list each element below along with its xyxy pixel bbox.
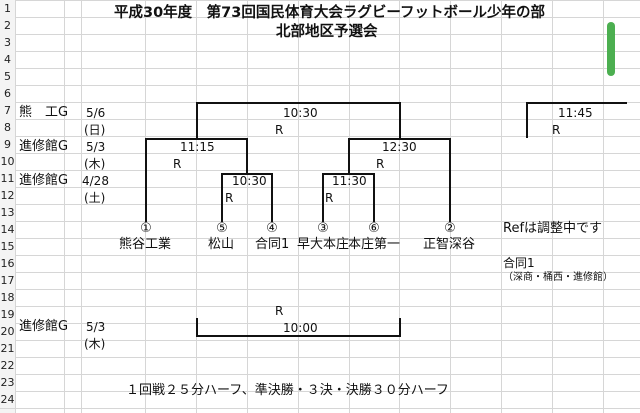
team-seed: ① [140,221,152,236]
row-number[interactable]: 21 [0,340,15,357]
venue-day: (木) [84,337,106,351]
venue-name: 進修館G [19,319,69,334]
match-ref: R [275,304,284,318]
match-ref: R [173,157,182,171]
bracket-line [526,102,627,104]
row-number[interactable]: 13 [0,204,15,221]
row-number[interactable]: 2 [0,17,15,34]
row-number[interactable]: 8 [0,119,15,136]
team-name: 合同1 [255,237,290,252]
match-rules-note: １回戦２５分ハーフ、準決勝・３決・決勝３０分ハーフ [126,383,449,398]
match-time: 12:30 [382,140,417,154]
row-number[interactable]: 20 [0,323,15,340]
bracket-line [196,102,198,138]
bracket-line [348,138,450,140]
venue-date: 4/28 [82,174,109,188]
bracket-line [145,138,147,222]
team-seed: ⑤ [216,221,228,236]
match-time: 10:30 [232,174,267,188]
bracket-line [196,102,400,104]
vertical-scrollbar-thumb[interactable] [607,22,615,76]
bracket-line [526,102,528,138]
venue-date: 5/3 [86,140,106,154]
team-seed: ③ [317,221,329,236]
bracket-line [271,173,273,222]
row-number[interactable]: 23 [0,374,15,391]
bracket-line [221,173,223,222]
row-number[interactable]: 22 [0,357,15,374]
row-number[interactable]: 6 [0,85,15,102]
team-seed: ④ [266,221,278,236]
team-name: 熊谷工業 [119,237,172,252]
venue-day: (日) [84,123,106,137]
row-number[interactable]: 5 [0,68,15,85]
row-number[interactable]: 1 [0,0,15,17]
team-seed: ⑥ [368,221,380,236]
row-number[interactable]: 15 [0,238,15,255]
joint-team-label: 合同1 [503,256,535,270]
match-time: 11:15 [180,140,215,154]
bracket-line [449,138,451,222]
venue-day: (木) [84,157,106,171]
joint-team-members: （深商・桶西・進修館） [503,272,613,283]
row-number[interactable]: 14 [0,221,15,238]
row-number[interactable]: 3 [0,34,15,51]
venue-name: 進修館G [19,173,69,188]
row-number[interactable]: 7 [0,102,15,119]
row-number[interactable]: 10 [0,153,15,170]
team-name: 正智深谷 [423,237,476,252]
match-ref: R [225,191,234,205]
match-time: 11:45 [558,106,593,120]
bracket-line [322,173,324,222]
venue-day: (土) [84,191,106,205]
match-ref: R [325,191,334,205]
match-time: 10:00 [283,321,318,335]
venue-name: 進修館G [19,139,69,154]
ref-note: Refは調整中です [503,221,603,236]
bracket-line [221,173,273,175]
bracket-line [399,102,401,138]
venue-name: 熊 工G [19,105,69,120]
page-title: 平成30年度 第73回国民体育大会ラグビーフットボール少年の部 [114,5,545,21]
row-number[interactable]: 4 [0,51,15,68]
row-number[interactable]: 18 [0,289,15,306]
bracket-line [373,173,375,222]
bracket-line [399,318,401,336]
bracket-line [145,138,247,140]
team-name: 早大本庄 [297,237,350,252]
match-ref: R [376,157,385,171]
venue-date: 5/6 [86,106,106,120]
row-number[interactable]: 11 [0,170,15,187]
match-ref: R [552,123,561,137]
match-time: 10:30 [283,106,318,120]
row-number[interactable]: 19 [0,306,15,323]
row-number[interactable]: 17 [0,272,15,289]
row-number[interactable]: 12 [0,187,15,204]
bracket-line [196,318,198,336]
page-subtitle: 北部地区予選会 [276,24,378,40]
venue-date: 5/3 [86,320,106,334]
team-name: 本庄第一 [348,237,401,252]
row-number[interactable]: 24 [0,391,15,408]
row-number[interactable]: 16 [0,255,15,272]
bracket-line [322,173,374,175]
team-name: 松山 [208,237,235,252]
match-time: 11:30 [332,174,367,188]
row-number[interactable]: 9 [0,136,15,153]
team-seed: ② [444,221,456,236]
bracket-line [246,138,248,174]
bracket-line [196,335,401,337]
bracket-line [348,138,350,174]
match-ref: R [275,123,284,137]
